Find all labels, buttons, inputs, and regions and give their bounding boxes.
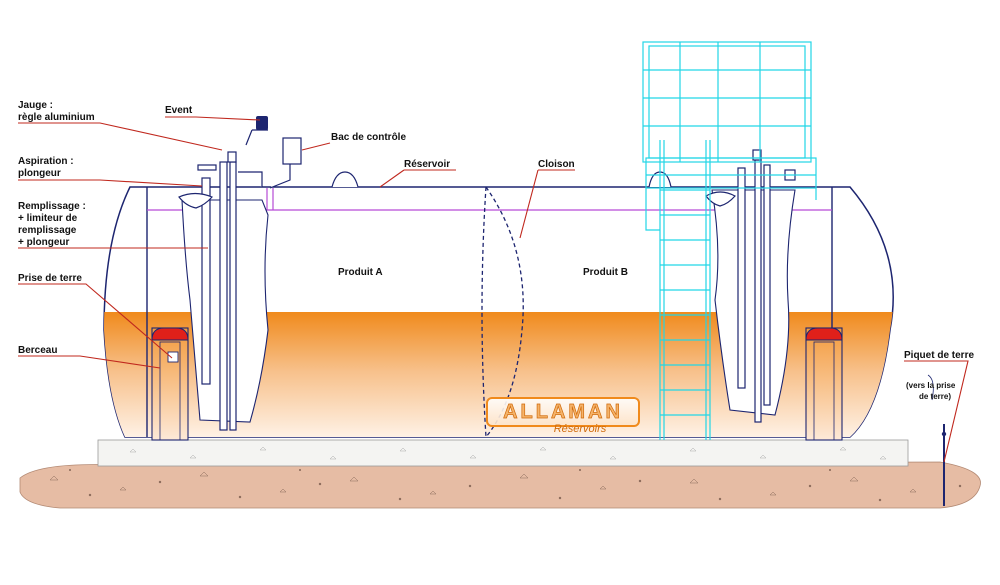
slab-texture — [129, 446, 887, 460]
dip-tube-right — [763, 164, 771, 406]
suction-handle — [197, 164, 217, 171]
suction-pipe — [201, 177, 211, 385]
label-reservoir: Réservoir — [404, 159, 450, 170]
ladder-platform — [642, 41, 817, 440]
allaman-logo: ALLAMAN Réservoirs — [486, 397, 640, 435]
leader-berceau — [18, 355, 161, 369]
berceau-left — [151, 327, 189, 441]
vent-pipe — [245, 129, 268, 146]
ground-texture — [49, 468, 962, 502]
ground-rod-wire — [927, 374, 934, 401]
label-aspiration: Aspiration : — [18, 156, 74, 167]
berceau-right — [805, 327, 843, 441]
gauge-rod-left — [219, 161, 228, 431]
leader-event — [165, 116, 261, 121]
label-remplissage-3: remplissage — [18, 225, 77, 236]
leader-piquet — [904, 360, 969, 463]
label-vers-1: (vers la prise — [906, 381, 956, 390]
label-bac: Bac de contrôle — [331, 132, 406, 143]
fill-valve-left — [178, 192, 214, 209]
control-box-pipe — [269, 164, 291, 189]
leader-cloison — [519, 169, 575, 239]
ground-terminal — [167, 351, 179, 363]
label-prise-terre: Prise de terre — [18, 273, 82, 284]
label-jauge-detail: règle aluminium — [18, 112, 95, 123]
lifting-lug-left — [331, 171, 359, 188]
fill-valve-right — [705, 191, 736, 207]
label-vers-2: de terre) — [919, 392, 951, 401]
label-produit-b: Produit B — [583, 267, 628, 278]
vent-cap — [256, 116, 268, 130]
leader-jauge — [18, 122, 223, 151]
svg-text:Réservoirs: Réservoirs — [554, 423, 607, 435]
label-event: Event — [165, 105, 193, 116]
label-piquet: Piquet de terre — [904, 350, 974, 361]
label-produit-a: Produit A — [338, 267, 383, 278]
label-aspiration-detail: plongeur — [18, 168, 61, 179]
leader-prise-terre — [18, 283, 173, 359]
label-remplissage: Remplissage : — [18, 201, 86, 212]
label-remplissage-4: + plongeur — [18, 237, 70, 248]
control-box — [282, 137, 302, 165]
vent-connection — [238, 171, 263, 187]
svg-text:ALLAMAN: ALLAMAN — [503, 401, 623, 423]
label-remplissage-2: + limiteur de — [18, 213, 78, 224]
dip-tube-left — [229, 161, 237, 431]
ground-rod-clamp — [941, 431, 947, 437]
label-jauge: Jauge : — [18, 100, 53, 111]
cutaway-right — [711, 189, 796, 416]
leader-reservoir — [379, 169, 456, 188]
gauge-rod-right — [754, 159, 762, 423]
concrete-slab — [97, 439, 909, 467]
gauge-head-left — [227, 151, 237, 163]
suction-pipe-right — [737, 167, 746, 389]
level-pipe-left — [266, 188, 274, 210]
ground — [19, 461, 981, 509]
label-cloison: Cloison — [538, 159, 575, 170]
gauge-head-right — [752, 149, 762, 161]
label-berceau: Berceau — [18, 345, 57, 356]
leader-bac — [301, 142, 331, 151]
leader-aspiration — [18, 179, 203, 187]
